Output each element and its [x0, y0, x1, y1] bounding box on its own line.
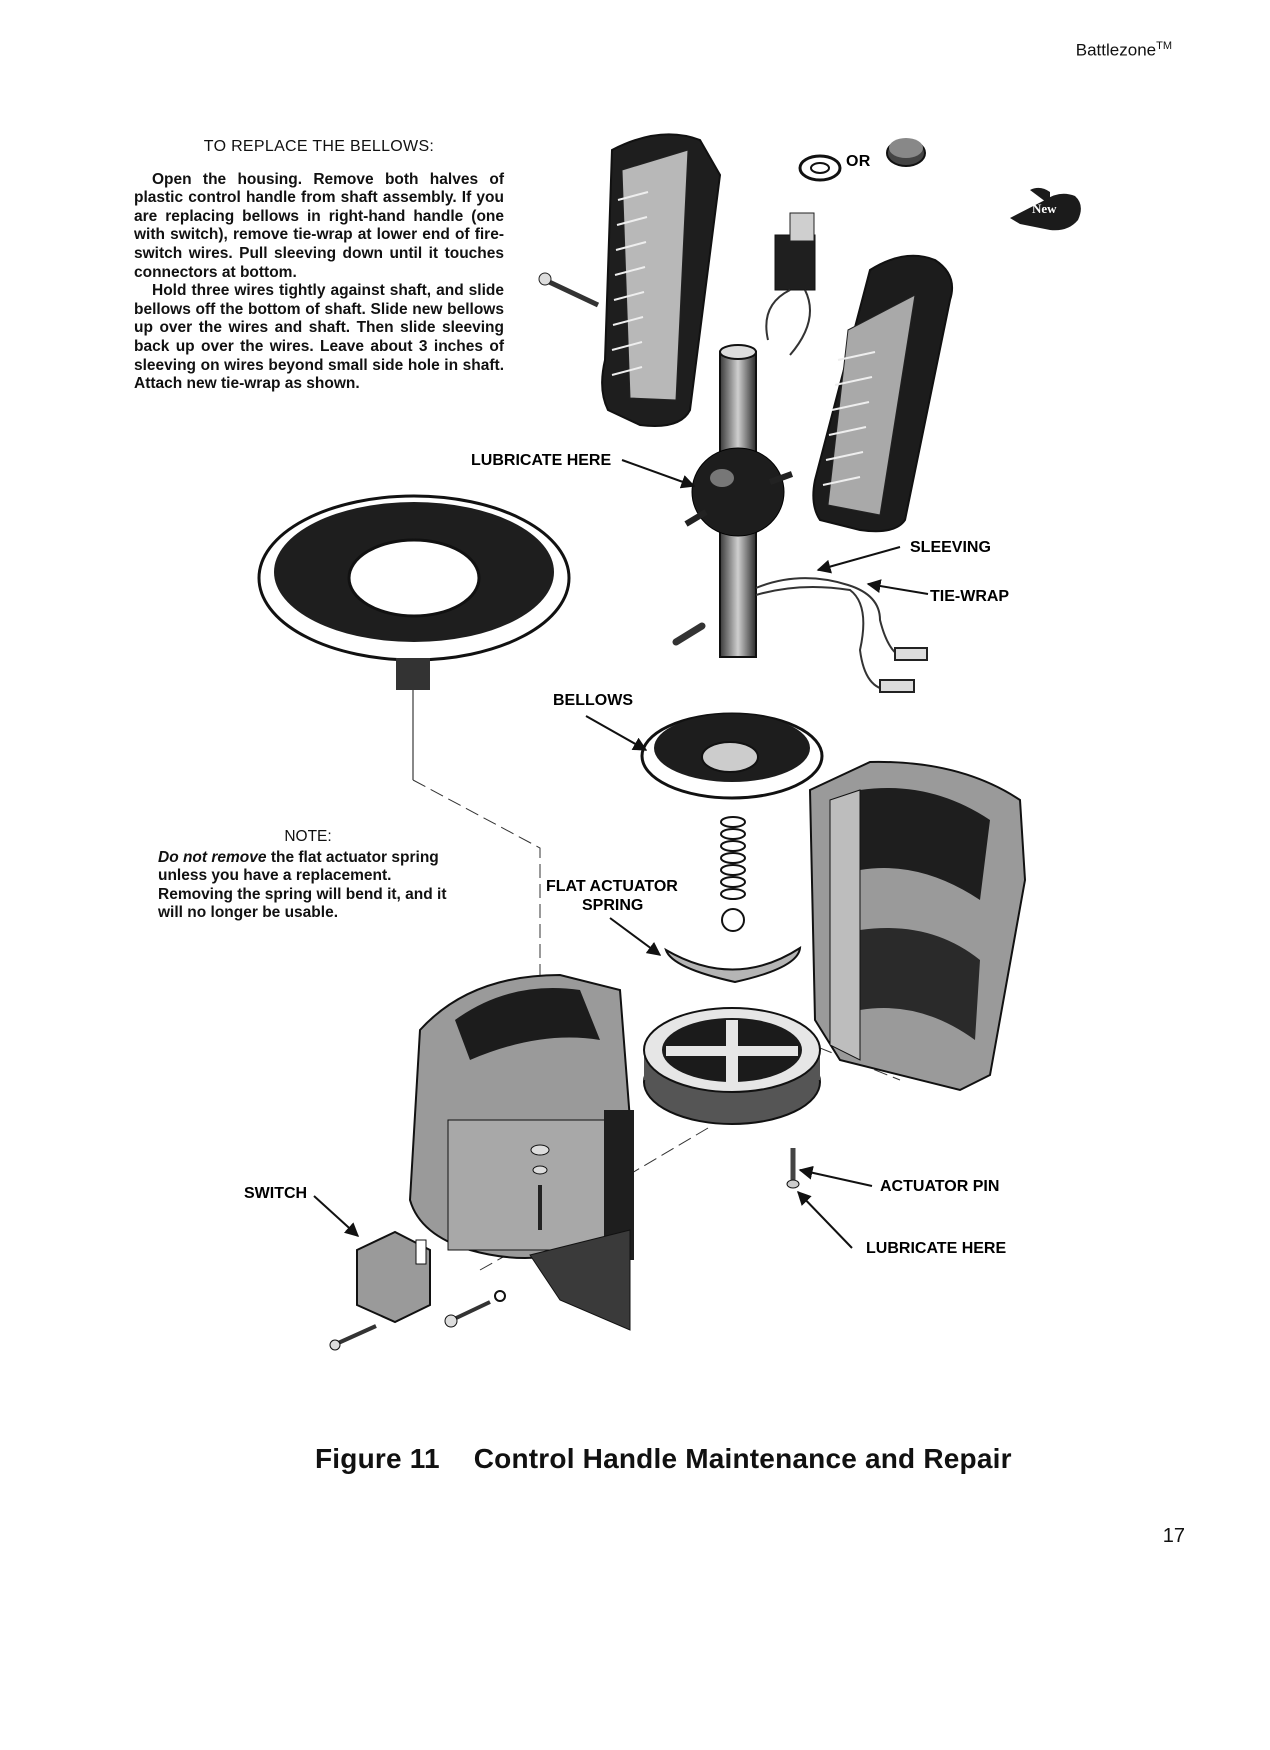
- bellows-label: BELLOWS: [553, 692, 633, 709]
- or-label: OR: [846, 153, 871, 170]
- coil-spring: [720, 816, 746, 900]
- tie-wrap-label: TIE-WRAP: [930, 588, 1009, 605]
- fire-switch: [765, 212, 816, 356]
- figure-caption: Figure 11 Control Handle Maintenance and …: [315, 1443, 1012, 1475]
- flat-actuator-spring: [664, 946, 802, 984]
- flat-actuator-spring-label-line1: FLAT ACTUATOR: [546, 878, 678, 895]
- leader-arrows: [313, 459, 929, 1249]
- figure-title: Control Handle Maintenance and Repair: [473, 1443, 1012, 1474]
- actuator-pin-label: ACTUATOR PIN: [880, 1178, 999, 1195]
- page-number: 17: [1162, 1525, 1185, 1547]
- note-body: Do not remove the flat actuator spring u…: [158, 849, 458, 923]
- trademark-mark: TM: [1156, 40, 1172, 52]
- instructions-paragraph-2: Hold three wires tightly against shaft, …: [134, 282, 504, 393]
- microswitch: [356, 1230, 431, 1324]
- shaft-assembly: [672, 344, 794, 658]
- housing-right-half: [808, 760, 1027, 1092]
- sleeving-label: SLEEVING: [910, 539, 991, 556]
- lubricate-here-top-label: LUBRICATE HERE: [471, 452, 611, 469]
- actuator: [643, 1007, 821, 1125]
- running-header: BattlezoneTM: [1076, 40, 1172, 61]
- note-text: the flat actuator spring unless you have…: [158, 848, 447, 922]
- right-handle-half: [812, 254, 954, 533]
- switch-screws: [329, 1290, 506, 1351]
- replace-bellows-instructions: TO REPLACE THE BELLOWS: Open the housing…: [134, 138, 504, 394]
- note-emphasis: Do not remove: [158, 848, 267, 866]
- header-title: Battlezone: [1075, 40, 1157, 60]
- plug-cap: [886, 138, 926, 167]
- note-title: NOTE:: [284, 828, 332, 845]
- left-handle-half: [601, 133, 722, 427]
- handle-screw: [538, 272, 600, 308]
- bellows-large: [257, 494, 571, 780]
- note-block: NOTE: Do not remove the flat actuator sp…: [158, 828, 458, 923]
- switch-label: SWITCH: [244, 1185, 307, 1202]
- figure-number: Figure 11: [315, 1443, 440, 1474]
- instructions-paragraph-1: Open the housing. Remove both halves of …: [134, 170, 504, 281]
- grommet: [798, 154, 842, 182]
- switch-wires: [755, 577, 928, 693]
- actuator-pin: [786, 1148, 800, 1189]
- new-badge-icon: New: [1010, 187, 1081, 231]
- bellows-small: [640, 712, 824, 800]
- flat-actuator-spring-label-line2: SPRING: [582, 897, 643, 914]
- instructions-heading: TO REPLACE THE BELLOWS:: [203, 138, 435, 155]
- housing-left-half: [408, 973, 634, 1331]
- new-badge-text: New: [1032, 201, 1057, 216]
- lubricate-here-bottom-label: LUBRICATE HERE: [866, 1240, 1006, 1257]
- steel-ball: [721, 908, 745, 932]
